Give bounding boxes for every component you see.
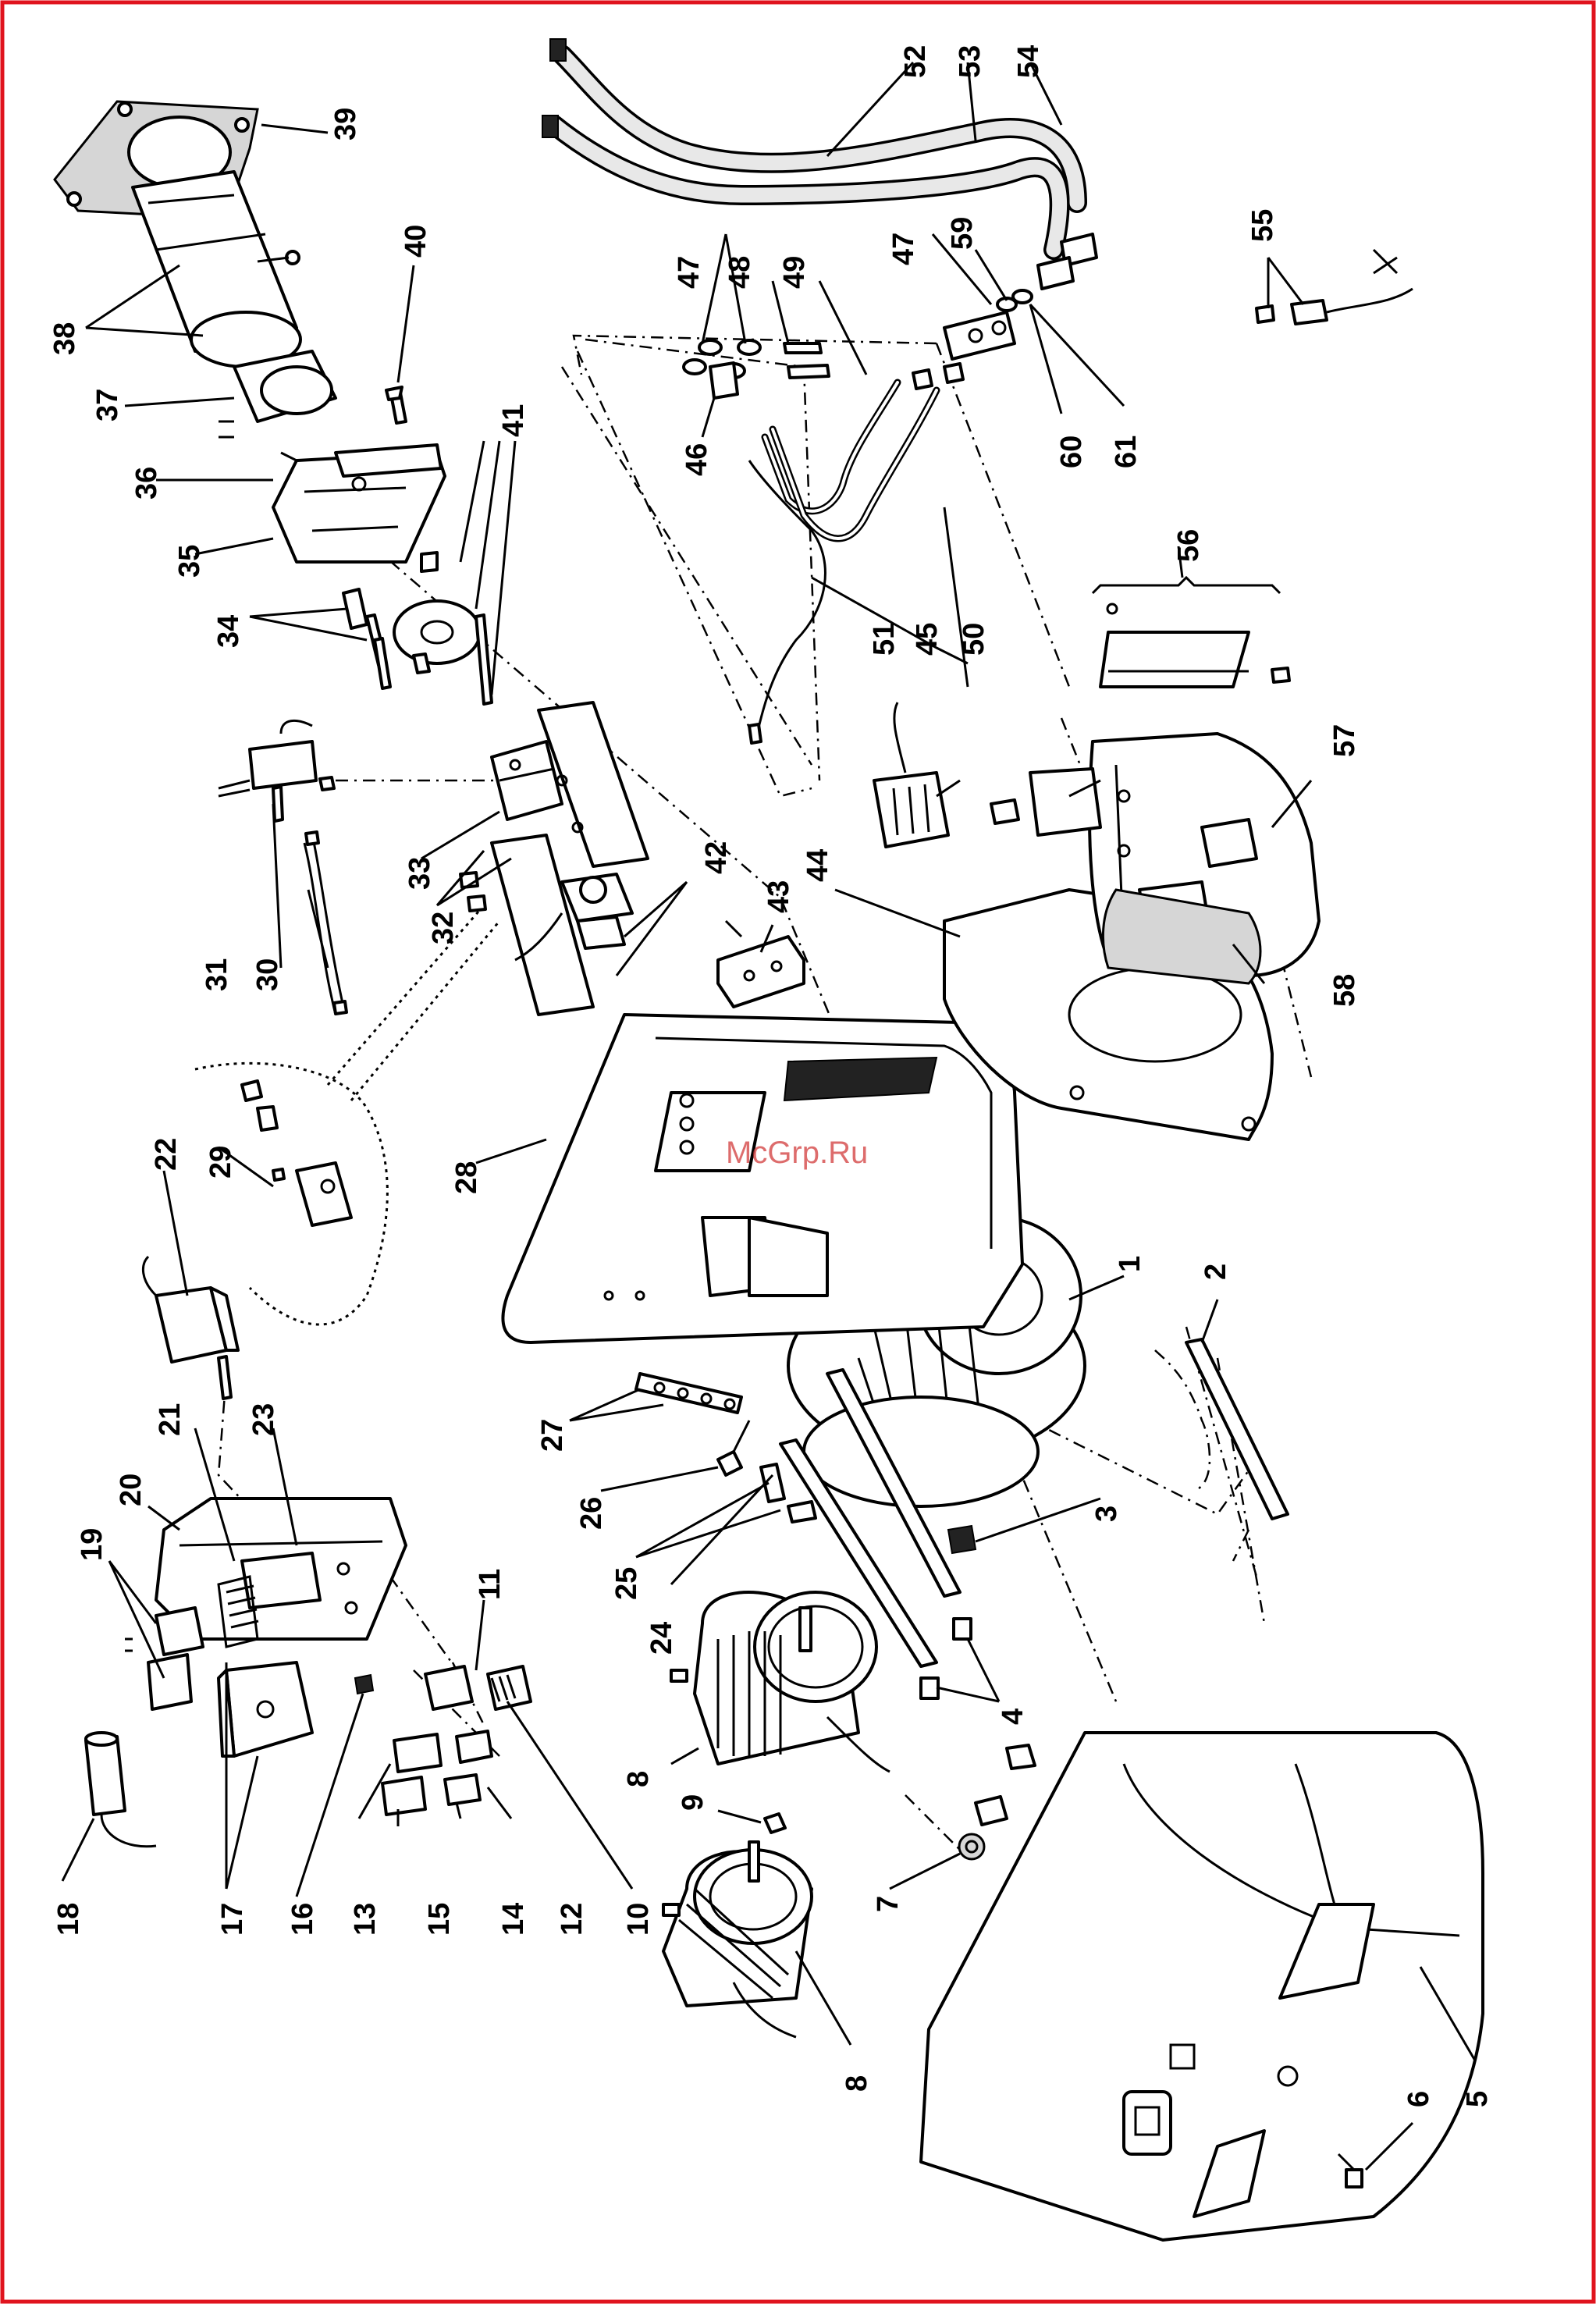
part-12-13-14-15-relays bbox=[382, 1731, 492, 1815]
callout-11: 11 bbox=[474, 1569, 507, 1600]
part-56-plate bbox=[1100, 604, 1289, 687]
callout-14: 14 bbox=[497, 1903, 530, 1936]
callout-39: 39 bbox=[329, 108, 362, 140]
part-8-motor-b bbox=[663, 1842, 812, 2037]
callout-15: 15 bbox=[423, 1903, 456, 1936]
callout-49: 49 bbox=[778, 256, 811, 289]
callout-48: 48 bbox=[723, 256, 756, 289]
part-33-block bbox=[492, 741, 562, 820]
callout-56: 56 bbox=[1172, 529, 1205, 562]
part-31-electrodes bbox=[219, 720, 334, 821]
part-22-photocell bbox=[143, 1257, 238, 1399]
callout-23: 23 bbox=[247, 1403, 280, 1436]
callout-60: 60 bbox=[1055, 436, 1088, 468]
part-43-block bbox=[718, 921, 804, 1007]
part-45-solenoid bbox=[874, 702, 1100, 847]
callout-28: 28 bbox=[450, 1161, 483, 1194]
callout-16: 16 bbox=[286, 1903, 319, 1936]
callout-54: 54 bbox=[1012, 45, 1045, 78]
part-38-blast-tube bbox=[133, 172, 300, 367]
part-30-cables bbox=[304, 832, 347, 1015]
part-3-bushing bbox=[948, 1526, 976, 1553]
callout-36: 36 bbox=[130, 467, 163, 500]
callout-26: 26 bbox=[575, 1497, 608, 1530]
watermark: McGrp.Ru bbox=[726, 1136, 868, 1170]
callout-8b: 8 bbox=[841, 2075, 873, 2092]
callout-12: 12 bbox=[556, 1903, 588, 1936]
callout-52: 52 bbox=[899, 45, 932, 78]
bracket-56 bbox=[1093, 578, 1280, 593]
callout-45: 45 bbox=[911, 623, 944, 656]
callout-33: 33 bbox=[403, 857, 436, 890]
callout-31: 31 bbox=[201, 958, 233, 991]
part-41-diffuser bbox=[394, 601, 492, 704]
callout-20: 20 bbox=[115, 1474, 148, 1506]
part-29-detail bbox=[242, 1081, 351, 1225]
part-35-36-head bbox=[273, 445, 445, 562]
callout-9: 9 bbox=[677, 1794, 709, 1811]
callout-50: 50 bbox=[958, 623, 990, 656]
part-18-capacitor bbox=[86, 1733, 156, 1847]
callout-19: 19 bbox=[76, 1528, 108, 1561]
detail-leader-2 bbox=[351, 921, 499, 1100]
callout-40: 40 bbox=[400, 225, 432, 258]
callout-17: 17 bbox=[216, 1903, 249, 1936]
callout-35: 35 bbox=[173, 545, 206, 578]
part-2-rod bbox=[1186, 1339, 1288, 1519]
callout-38: 38 bbox=[48, 322, 81, 355]
callout-46: 46 bbox=[681, 443, 713, 476]
callout-34: 34 bbox=[212, 615, 245, 648]
callout-7: 7 bbox=[872, 1896, 905, 1912]
callout-2: 2 bbox=[1200, 1264, 1232, 1280]
callout-22: 22 bbox=[150, 1138, 183, 1171]
callout-4: 4 bbox=[997, 1708, 1029, 1725]
part-9-key bbox=[765, 1814, 785, 1833]
part-49-50-51-pipes bbox=[749, 364, 963, 743]
callout-44: 44 bbox=[802, 849, 834, 882]
callout-47b: 47 bbox=[887, 233, 920, 265]
callout-61: 61 bbox=[1110, 436, 1143, 468]
callout-6: 6 bbox=[1402, 2091, 1435, 2107]
callout-32: 32 bbox=[427, 912, 460, 944]
callout-24: 24 bbox=[645, 1622, 678, 1655]
callout-57: 57 bbox=[1328, 724, 1361, 757]
callout-5: 5 bbox=[1461, 2091, 1494, 2107]
callout-41: 41 bbox=[497, 404, 530, 437]
callout-42: 42 bbox=[700, 841, 733, 874]
callout-51: 51 bbox=[868, 623, 901, 656]
part-26-electrode bbox=[718, 1420, 749, 1475]
callout-8: 8 bbox=[622, 1771, 655, 1787]
callout-13: 13 bbox=[349, 1903, 382, 1936]
detail-circle bbox=[195, 1063, 387, 1324]
part-28-housing bbox=[503, 1015, 1022, 1342]
part-16-screw bbox=[355, 1675, 373, 1694]
callout-43: 43 bbox=[762, 880, 795, 913]
part-7-grommet bbox=[959, 1745, 1035, 1859]
part-17-control-unit bbox=[219, 1662, 312, 1756]
callout-29: 29 bbox=[204, 1146, 237, 1179]
callout-25: 25 bbox=[610, 1567, 643, 1600]
part-10-11-relays bbox=[425, 1666, 531, 1709]
callout-3: 3 bbox=[1090, 1506, 1123, 1522]
callout-21: 21 bbox=[154, 1403, 187, 1436]
callout-30: 30 bbox=[251, 958, 284, 991]
callout-27: 27 bbox=[536, 1419, 569, 1452]
part-55-ignition-lead bbox=[1257, 250, 1413, 324]
callout-10: 10 bbox=[622, 1903, 655, 1936]
callout-58: 58 bbox=[1328, 974, 1361, 1007]
part-19-terminal bbox=[125, 1608, 203, 1709]
callout-53: 53 bbox=[954, 45, 986, 78]
callout-47: 47 bbox=[673, 256, 706, 289]
detail-leader bbox=[328, 905, 484, 1085]
callout-55: 55 bbox=[1246, 209, 1279, 242]
callout-59: 59 bbox=[946, 217, 979, 250]
callout-1: 1 bbox=[1114, 1256, 1146, 1272]
callout-18: 18 bbox=[52, 1903, 85, 1936]
part-40-electrode-pin bbox=[386, 387, 406, 423]
callout-37: 37 bbox=[91, 389, 124, 421]
part-8-motor-a bbox=[671, 1592, 890, 1772]
part-47-59-60-61-fittings bbox=[684, 290, 1032, 398]
